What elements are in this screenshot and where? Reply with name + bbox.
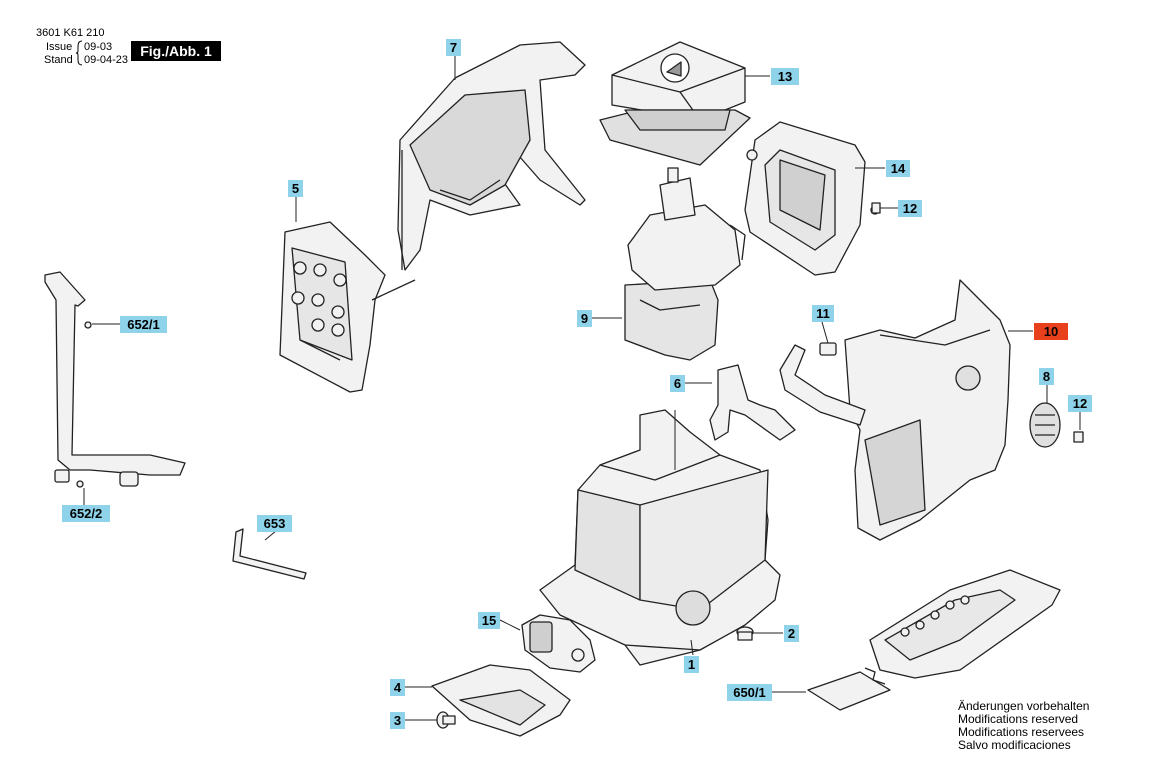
part-6-bracket — [709, 364, 796, 441]
callout-part-652-2[interactable]: 652/2 — [62, 505, 110, 522]
part-13-top-cap — [599, 41, 751, 166]
part-12-screw-lower — [1073, 431, 1084, 443]
leader-15 — [499, 619, 521, 631]
callout-part-12-lower[interactable]: 12 — [1068, 395, 1092, 412]
callout-part-3[interactable]: 3 — [390, 712, 405, 729]
callout-part-6[interactable]: 6 — [670, 375, 685, 392]
stand-date: 09-04-23 — [84, 54, 129, 66]
modification-notice: Änderungen vorbehalten Modifications res… — [958, 700, 1089, 752]
part-5-keypad-panel — [279, 221, 416, 393]
stand-label: Stand — [44, 54, 73, 66]
callout-part-15[interactable]: 15 — [478, 612, 500, 629]
callout-part-12-upper[interactable]: 12 — [898, 200, 922, 217]
callout-part-652-1[interactable]: 652/1 — [120, 316, 167, 333]
part-3-screw — [436, 711, 456, 729]
part-2-foot — [736, 626, 754, 641]
callout-part-13[interactable]: 13 — [771, 68, 799, 85]
issue-label: Issue — [46, 41, 73, 53]
callout-part-4[interactable]: 4 — [390, 679, 405, 696]
leader-11 — [821, 321, 829, 344]
leader-653 — [264, 530, 277, 541]
part-14-window-frame — [744, 121, 880, 276]
callout-part-7[interactable]: 7 — [446, 39, 461, 56]
issue-date: 09-03 — [84, 41, 113, 53]
document-number: 3601 K61 210 — [36, 27, 105, 39]
part-7-upper-cover — [397, 41, 586, 271]
note-spanish: Salvo modificaciones — [958, 738, 1071, 752]
callout-part-14[interactable]: 14 — [886, 160, 910, 177]
part-11-handle — [779, 342, 866, 426]
callout-part-650-1[interactable]: 650/1 — [727, 684, 772, 701]
callout-part-8[interactable]: 8 — [1039, 368, 1054, 385]
part-653-hex-key — [232, 528, 307, 580]
brace-icon — [76, 40, 83, 66]
callout-part-5[interactable]: 5 — [288, 180, 303, 197]
part-650-1-battery-lid — [807, 667, 891, 711]
leader-1 — [690, 639, 694, 656]
part-8-knob — [1029, 402, 1061, 448]
callout-part-2[interactable]: 2 — [784, 625, 799, 642]
part-10-housing-shell — [844, 279, 1011, 541]
leader-lines — [83, 56, 1081, 721]
figure-title: Fig./Abb. 1 — [131, 41, 221, 61]
callout-part-11[interactable]: 11 — [812, 305, 834, 322]
callout-part-1[interactable]: 1 — [684, 656, 699, 673]
part-4-battery-lid — [431, 664, 571, 737]
note-french: Modifications reservees — [958, 725, 1085, 739]
callout-part-10[interactable]: 10 — [1034, 323, 1068, 340]
part-15-latch — [521, 614, 596, 673]
callout-part-653[interactable]: 653 — [257, 515, 292, 532]
part-1-main-housing — [539, 409, 781, 666]
note-german: Änderungen vorbehalten — [958, 699, 1090, 713]
part-652-1-bracket — [44, 271, 186, 488]
callout-part-9[interactable]: 9 — [577, 310, 592, 327]
part-12-screw-upper — [871, 202, 881, 214]
part-9-laser-head — [624, 167, 746, 361]
note-english: Modifications reserved — [958, 712, 1079, 726]
remote-control — [869, 569, 1061, 679]
